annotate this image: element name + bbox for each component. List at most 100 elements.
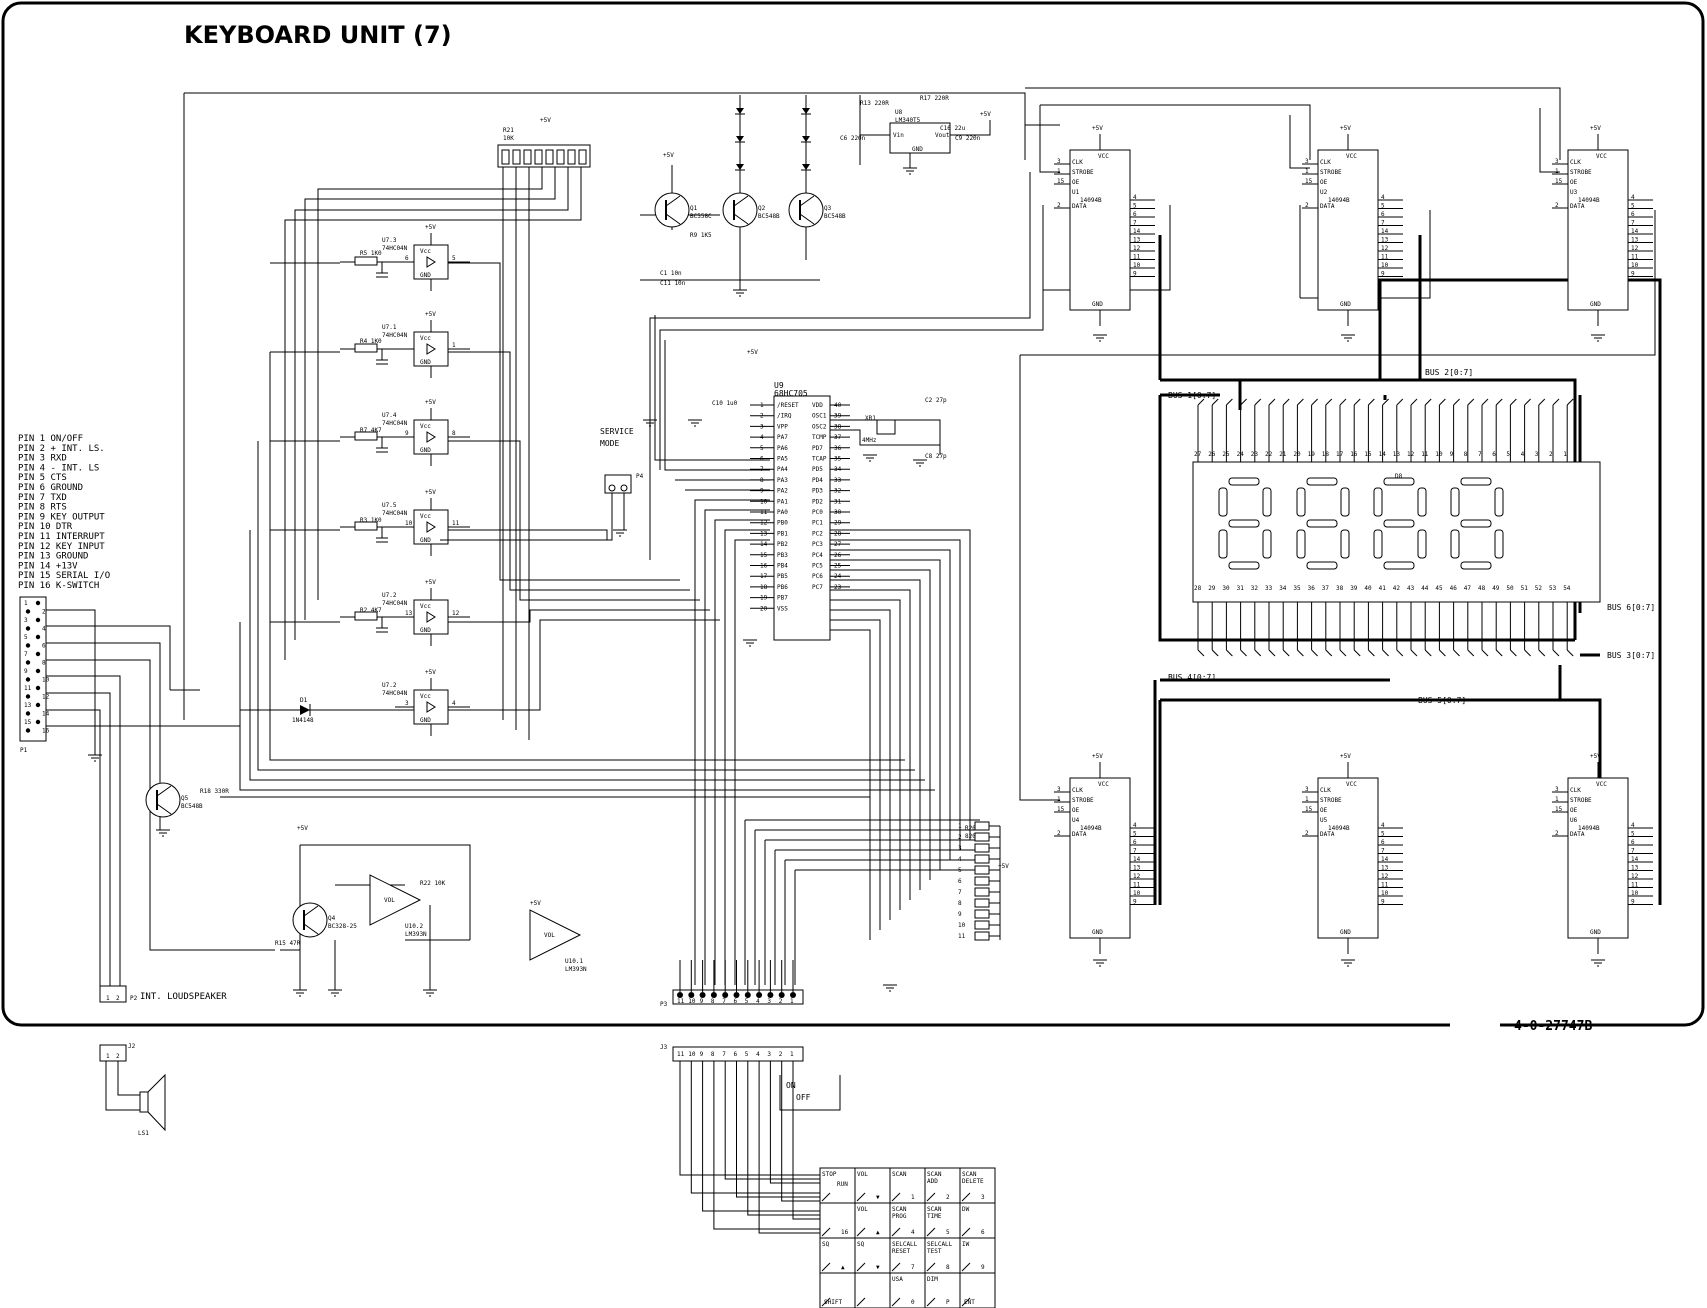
segment [1373,529,1383,559]
sr-output-pin: 6 [1631,211,1635,218]
segment [1383,561,1415,570]
resistor-label: R3 1K0 [360,517,382,524]
inverter-pin-label: Vcc [420,693,431,700]
key-top-label: SQ [822,1241,830,1248]
bus-1-label: BUS 1[0:7] [1168,391,1216,400]
sr-input-pin: 3 [1555,786,1559,793]
keypad-key[interactable] [854,1272,891,1308]
supply-label: +5V [425,399,436,406]
sr-output-pin: 5 [1381,203,1385,210]
loudspeaker-label: INT. LOUDSPEAKER [140,992,227,1002]
sr-output-pin: 7 [1631,848,1635,855]
display-pin-number: 6 [1492,451,1496,458]
display-pin-number: 42 [1393,585,1401,592]
bus-tap [1382,398,1389,406]
bus-tap [1353,649,1361,657]
segment [1383,477,1415,486]
p3-pin [710,992,717,998]
keypad-key[interactable]: VOL▲ [854,1202,891,1239]
display-pin-number: 16 [1350,451,1358,458]
keypad-key[interactable]: SHIFT [819,1272,856,1308]
on-off-switch: ON OFF [779,1075,841,1111]
p3-pin [778,992,785,998]
sr-pin-label: OE [1072,807,1080,814]
segment [1417,487,1427,517]
pin-list-row: PIN 5 CTS [18,473,67,483]
p1-pin-number: 13 [24,702,32,709]
supply-label: +5V [1340,753,1351,760]
keypad-key[interactable]: DW6 [959,1202,996,1239]
keypad-key[interactable]: SQ▲ [819,1237,856,1274]
shift-register-u1: U114094BVCCCLKSTROBEOEDATAGND+5V45671413… [1054,125,1155,326]
sr-output-pin: 6 [1381,839,1385,846]
p1-pin [25,643,31,648]
mcu-pin-name: PC6 [812,573,823,580]
p3-pin-number: 1 [790,998,794,1005]
bus-5-label: BUS 5[0:7] [1418,696,1466,705]
bus-tap [1368,649,1375,657]
bus-tap [1495,398,1503,406]
sr-pin-label: OE [1570,807,1578,814]
bus-tap [1481,398,1489,406]
bus-tap [1297,398,1304,406]
resistor-network-r21: R21 10K [497,127,591,168]
bus-tap [1424,398,1432,406]
sr-input-pin: 3 [1057,158,1061,165]
segment [1460,477,1492,486]
keypad-key[interactable]: SQ▼ [854,1237,891,1274]
shift-register-u4: U414094BVCCCLKSTROBEOEDATAGND+5V45671413… [1054,753,1155,954]
keypad-wire [690,1061,820,1194]
capacitor-label: C6 220n [840,135,866,142]
p3-pin [733,992,740,998]
sr-output-pin: 4 [1631,194,1635,201]
resistor-cell [974,931,990,941]
svg-text:P3: P3 [660,1001,668,1008]
sr-input-pin: 15 [1555,178,1563,185]
seven-segment-digit [1373,477,1427,570]
svg-text:MODE: MODE [600,439,619,448]
resistor-cell [501,149,510,165]
r20-pin-number: 6 [958,878,962,885]
keypad-key[interactable]: ENT [959,1272,996,1308]
display-pin-number: 9 [1450,451,1454,458]
sr-pin-label: DATA [1320,203,1335,210]
key-main-label: ▲ [876,1229,880,1236]
ground-symbol [156,829,170,837]
resistor-cell [534,149,543,165]
ground-symbol [1341,334,1355,342]
inverter-part: 74HC04N [382,510,408,517]
keypad-key[interactable]: IW9 [959,1237,996,1274]
sr-output-pin: 4 [1133,194,1137,201]
segment [1228,519,1260,528]
bus-tap [1481,649,1489,657]
keypad-key[interactable]: VOL▼ [854,1167,891,1204]
bus-tap [1453,649,1460,657]
pin-list-row: PIN 14 +13V [18,561,78,571]
r20-pin-number: 9 [958,911,962,918]
j3-pin-number: 2 [779,1051,783,1058]
sr-input-pin: 2 [1555,202,1559,209]
j3-pin-number: 8 [711,1051,715,1058]
svg-text:J2: J2 [128,1043,136,1050]
key-main-label: 7 [911,1264,915,1271]
svg-text:820R: 820R [965,833,980,840]
display-pin-number: 52 [1535,585,1543,592]
keypad-key[interactable]: 16 [819,1202,856,1239]
keypad-wire [769,1061,820,1184]
sr-part: 14094B [1578,825,1600,832]
p3-pin [722,992,729,998]
